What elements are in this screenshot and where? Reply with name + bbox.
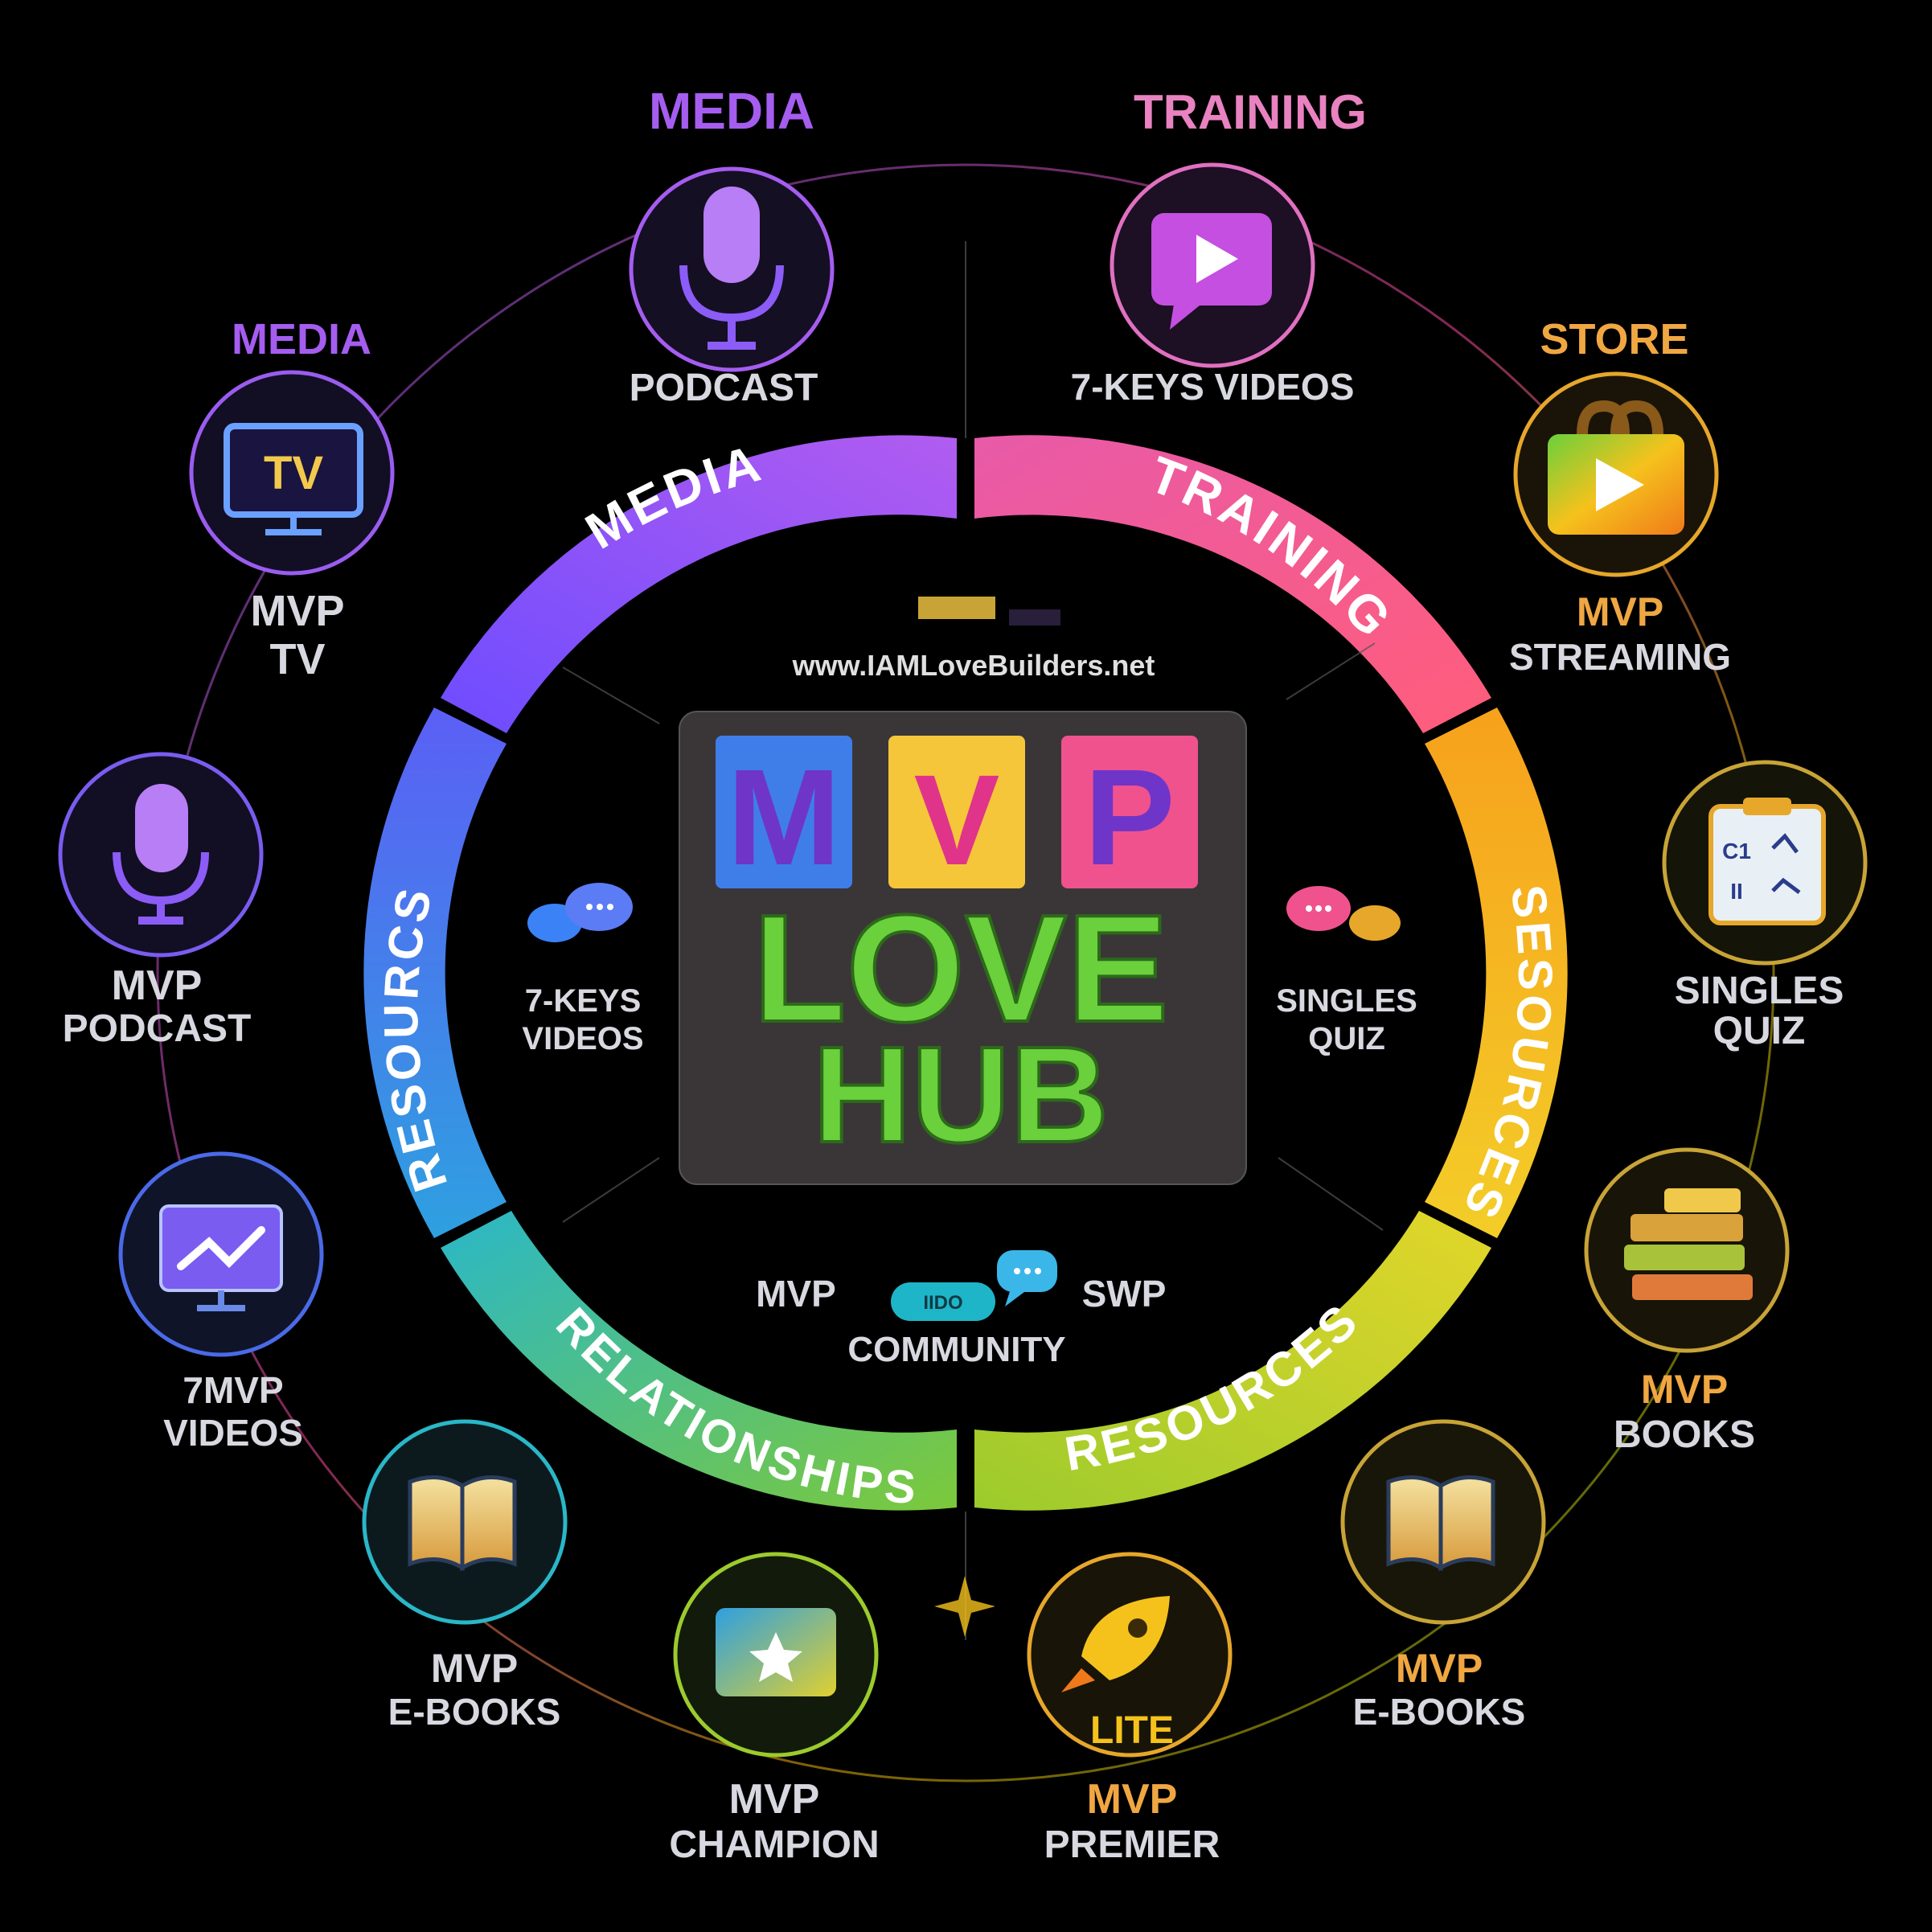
shopping-bag-icon (1548, 400, 1684, 535)
logo-letter-m: M (727, 741, 841, 894)
node-mvp-podcast[interactable]: MVP PODCAST (58, 752, 264, 1050)
clipboard-quiz-icon: C1 II (1708, 798, 1826, 925)
logo-letter-p: P (1084, 741, 1175, 894)
community-pill-text: IIDO (923, 1292, 962, 1314)
open-book-icon (1386, 1475, 1495, 1572)
ring-segment-relationships[interactable] (441, 1211, 957, 1511)
node-media-podcast-header: MEDIA (649, 82, 814, 140)
node-store[interactable]: STORE MVP STREAMING (1509, 315, 1731, 678)
node-ebooks-right-line1: MVP (1396, 1646, 1483, 1691)
ring-segment-media[interactable] (441, 435, 957, 733)
tv-icon-text: TV (264, 447, 323, 499)
node-mvp-videos[interactable]: 7MVP VIDEOS (118, 1151, 324, 1454)
node-media-tv-header: MEDIA (232, 315, 371, 363)
logo-tile-m (716, 736, 852, 888)
node-mvp-books[interactable]: MVP BOOKS (1584, 1147, 1790, 1456)
community-pill (891, 1282, 995, 1321)
node-singles-quiz-line1: SINGLES (1675, 970, 1844, 1012)
node-ebooks-right-line2: E-BOOKS (1353, 1691, 1526, 1733)
node-ebooks-left-line1: MVP (431, 1646, 518, 1691)
ring (363, 435, 1568, 1511)
community-caption: COMMUNITY (847, 1330, 1065, 1369)
inner-item-singles-quiz-line2: QUIZ (1308, 1021, 1385, 1056)
presentation-chart-icon (159, 1204, 283, 1311)
inner-item-keys-videos-line1: 7-KEYS (525, 983, 642, 1019)
node-store-line1: MVP (1577, 589, 1663, 634)
inner-item-keys-videos-line2: VIDEOS (522, 1021, 643, 1056)
node-ebooks-right[interactable]: MVP E-BOOKS (1340, 1419, 1546, 1733)
node-premier-line1: MVP (1087, 1776, 1178, 1823)
node-media-podcast[interactable]: MEDIA PODCAST (629, 82, 835, 409)
node-premier[interactable]: LITE MVP PREMIER (1027, 1552, 1233, 1866)
node-premier-badge: LITE (1090, 1709, 1174, 1752)
spoke-lines (562, 241, 1384, 1640)
node-champion[interactable]: MVP CHAMPION (669, 1552, 880, 1866)
hub-logo-flag-dark (1009, 609, 1060, 626)
node-training-header: TRAINING (1134, 85, 1367, 139)
chat-bubbles-icon (1286, 886, 1401, 941)
node-training-label: 7-KEYS VIDEOS (1071, 366, 1355, 408)
node-singles-quiz[interactable]: C1 II SINGLES QUIZ (1662, 760, 1868, 1052)
logo-tile-v (888, 736, 1025, 888)
microphone-icon (679, 187, 784, 350)
outer-connector-ring (156, 163, 1775, 1782)
inner-item-singles-quiz-line1: SINGLES (1276, 983, 1417, 1019)
ring-segment-sesources[interactable] (1425, 708, 1568, 1238)
inner-item-singles-quiz[interactable]: SINGLES QUIZ (1276, 886, 1417, 1056)
logo-love: LOVE (753, 884, 1168, 1054)
node-mvp-books-line2: BOOKS (1614, 1413, 1755, 1456)
node-mvp-podcast-line2: PODCAST (63, 1007, 252, 1050)
node-champion-line1: MVP (729, 1776, 820, 1823)
ring-segment-resourcs[interactable] (363, 708, 507, 1238)
ring-segment-training[interactable] (974, 435, 1491, 733)
ring-segment-resources[interactable] (974, 1211, 1491, 1511)
hub-logo-flag (918, 597, 995, 619)
node-store-line2: STREAMING (1509, 636, 1731, 678)
sparkle-icon (934, 1576, 995, 1637)
community-mvp-text: MVP (756, 1273, 836, 1315)
node-premier-line2: PREMIER (1044, 1823, 1220, 1866)
node-champion-line2: CHAMPION (669, 1823, 879, 1866)
svg-text:II: II (1730, 879, 1743, 904)
stacked-books-icon (1624, 1188, 1753, 1300)
node-media-podcast-label: PODCAST (630, 367, 818, 409)
hub-center: www.IAMLoveBuilders.net M V P LOVE HUB (679, 597, 1247, 1185)
node-mvp-podcast-line1: MVP (112, 962, 203, 1009)
chat-bubbles-icon (527, 883, 633, 942)
svg-text:C1: C1 (1722, 839, 1751, 863)
microphone-icon (113, 784, 209, 925)
logo-tile-p (1061, 736, 1198, 888)
node-media-tv[interactable]: MEDIA TV MVP TV (189, 315, 395, 683)
node-ebooks-left-line2: E-BOOKS (388, 1691, 561, 1733)
video-play-icon (1151, 213, 1272, 330)
hub-website: www.IAMLoveBuilders.net (792, 649, 1155, 682)
node-media-tv-line1: MVP (250, 587, 344, 635)
node-mvp-videos-line1: 7MVP (183, 1369, 283, 1411)
inner-item-keys-videos[interactable]: 7-KEYS VIDEOS (522, 883, 644, 1056)
tv-icon: TV (224, 423, 363, 535)
chat-bubble-icon (997, 1250, 1057, 1306)
node-media-tv-line2: TV (269, 635, 325, 683)
inner-item-community[interactable]: MVP IIDO SWP COMMUNITY (756, 1250, 1166, 1369)
community-swp-text: SWP (1082, 1273, 1167, 1315)
open-book-icon (408, 1475, 517, 1572)
star-badge-icon (716, 1608, 836, 1696)
node-store-header: STORE (1540, 315, 1688, 363)
logo-letter-v: V (914, 748, 1000, 892)
node-training[interactable]: TRAINING 7-KEYS VIDEOS (1071, 85, 1367, 408)
node-mvp-videos-line2: VIDEOS (163, 1412, 303, 1454)
node-singles-quiz-line2: QUIZ (1713, 1010, 1806, 1052)
logo-hub: HUB (813, 1019, 1109, 1171)
ring-label-training: TRAINING (1142, 445, 1405, 650)
ring-label-sesources: SESOURCES (1452, 881, 1562, 1229)
rocket-icon (1061, 1596, 1170, 1692)
node-mvp-books-line1: MVP (1641, 1367, 1728, 1412)
node-ebooks-left[interactable]: MVP E-BOOKS (362, 1419, 568, 1733)
